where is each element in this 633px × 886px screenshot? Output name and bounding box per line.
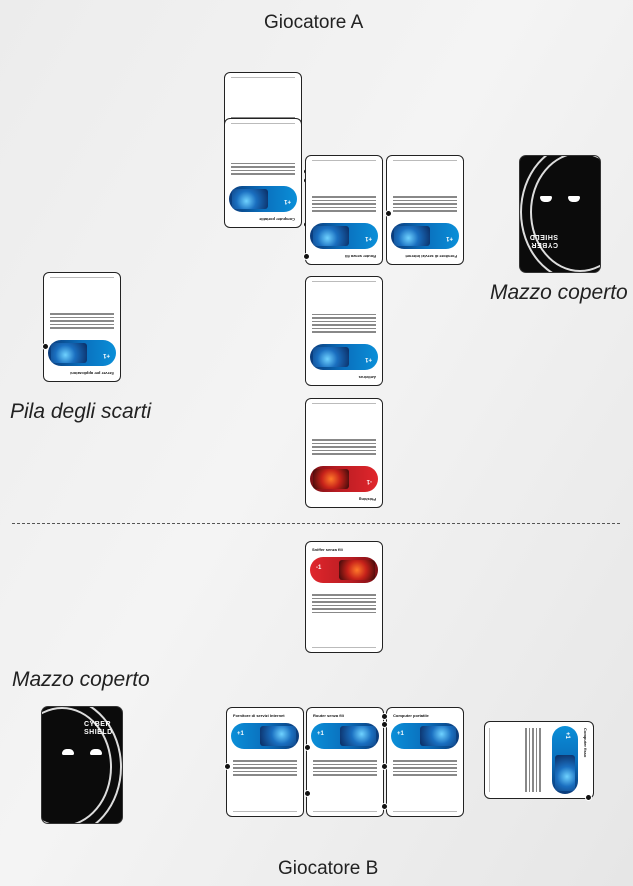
card-image	[394, 226, 430, 246]
top-deck-label: Mazzo coperto	[490, 281, 628, 304]
card-title: Phishing	[359, 497, 376, 502]
player-a-card-phishing[interactable]: Phishing -1	[305, 398, 383, 508]
card-image	[420, 726, 456, 746]
card-footer	[231, 123, 295, 125]
player-b-card-side[interactable]: Computer fisso +1	[484, 721, 594, 799]
card-image	[313, 469, 349, 489]
card-image	[339, 560, 375, 580]
card-text	[393, 178, 457, 212]
card-image	[313, 226, 349, 246]
card-text	[312, 178, 376, 212]
player-a-card-computer[interactable]: Computer portatile +1	[224, 118, 302, 228]
card-footer	[231, 77, 295, 79]
card-footer	[313, 810, 377, 812]
card-footer	[312, 646, 376, 648]
card-token	[381, 721, 388, 728]
card-text	[312, 299, 376, 333]
card-text	[507, 728, 541, 792]
card-image	[340, 726, 376, 746]
card-pill: +1	[48, 340, 116, 366]
deck-ring	[42, 707, 122, 823]
discard-card[interactable]: Server per applicazioni +1	[43, 272, 121, 382]
player-b-card-isp[interactable]: Fornitore di servizi Internet +1	[226, 707, 304, 817]
card-pill: +1	[231, 723, 299, 749]
deck-eye-icon	[568, 196, 580, 202]
card-text	[231, 141, 295, 175]
card-title: Server per applicazioni	[70, 371, 114, 376]
player-divider	[12, 523, 620, 524]
discard-pile-label: Pila degli scarti	[10, 400, 152, 423]
card-image	[555, 755, 575, 791]
card-title: Fornitore di servizi Internet	[233, 713, 285, 718]
card-footer	[312, 160, 376, 162]
bottom-deck-label: Mazzo coperto	[12, 668, 150, 691]
card-footer	[393, 810, 457, 812]
player-a-card-isp[interactable]: Fornitore di servizi Internet +1	[386, 155, 464, 265]
card-token	[385, 210, 392, 217]
card-token	[381, 763, 388, 770]
player-a-card-antivirus[interactable]: Antivirus +1	[305, 276, 383, 386]
card-token	[303, 253, 310, 260]
card-token	[585, 794, 592, 801]
played-card-sniffer[interactable]: Sniffer senza fili -1	[305, 541, 383, 653]
deck-eye-icon	[62, 749, 74, 755]
card-title: Router senza fili	[313, 713, 344, 718]
card-text	[50, 295, 114, 329]
player-b-label: Giocatore B	[278, 858, 379, 879]
card-title: Router senza fili	[345, 254, 376, 259]
card-pill: +1	[310, 344, 378, 370]
card-text	[233, 760, 297, 794]
card-title: Computer portatile	[393, 713, 429, 718]
card-footer	[233, 810, 297, 812]
player-b-card-router[interactable]: Router senza fili +1	[306, 707, 384, 817]
card-pill: +1	[552, 726, 578, 794]
card-pill: +1	[391, 223, 459, 249]
deck-eye-icon	[90, 749, 102, 755]
discard-token	[42, 343, 49, 350]
card-title: Antivirus	[358, 375, 376, 380]
card-token	[381, 713, 388, 720]
card-text	[312, 421, 376, 455]
card-pill: +1	[391, 723, 459, 749]
card-image	[260, 726, 296, 746]
player-a-card-router[interactable]: Router senza fili +1	[305, 155, 383, 265]
card-title: Computer portatile	[259, 217, 295, 222]
card-pill: -1	[310, 557, 378, 583]
card-title: Sniffer senza fili	[312, 547, 343, 552]
card-pill: +1	[229, 186, 297, 212]
player-a-label: Giocatore A	[264, 12, 364, 33]
player-b-card-computer[interactable]: Computer portatile +1	[386, 707, 464, 817]
card-pill: -1	[310, 466, 378, 492]
card-image	[51, 343, 87, 363]
card-text	[393, 760, 457, 794]
card-pill: +1	[310, 223, 378, 249]
card-image	[313, 347, 349, 367]
card-footer	[489, 728, 491, 792]
card-text	[313, 760, 377, 794]
card-footer	[393, 160, 457, 162]
card-token	[304, 790, 311, 797]
card-footer	[312, 403, 376, 405]
card-token	[304, 744, 311, 751]
deck-eye-icon	[540, 196, 552, 202]
card-image	[232, 189, 268, 209]
card-footer	[50, 277, 114, 279]
card-token	[224, 763, 231, 770]
card-text	[312, 594, 376, 628]
card-token	[381, 803, 388, 810]
card-title: Fornitore di servizi Internet	[405, 254, 457, 259]
card-title: Computer fisso	[583, 728, 588, 758]
card-footer	[312, 281, 376, 283]
card-pill: +1	[311, 723, 379, 749]
